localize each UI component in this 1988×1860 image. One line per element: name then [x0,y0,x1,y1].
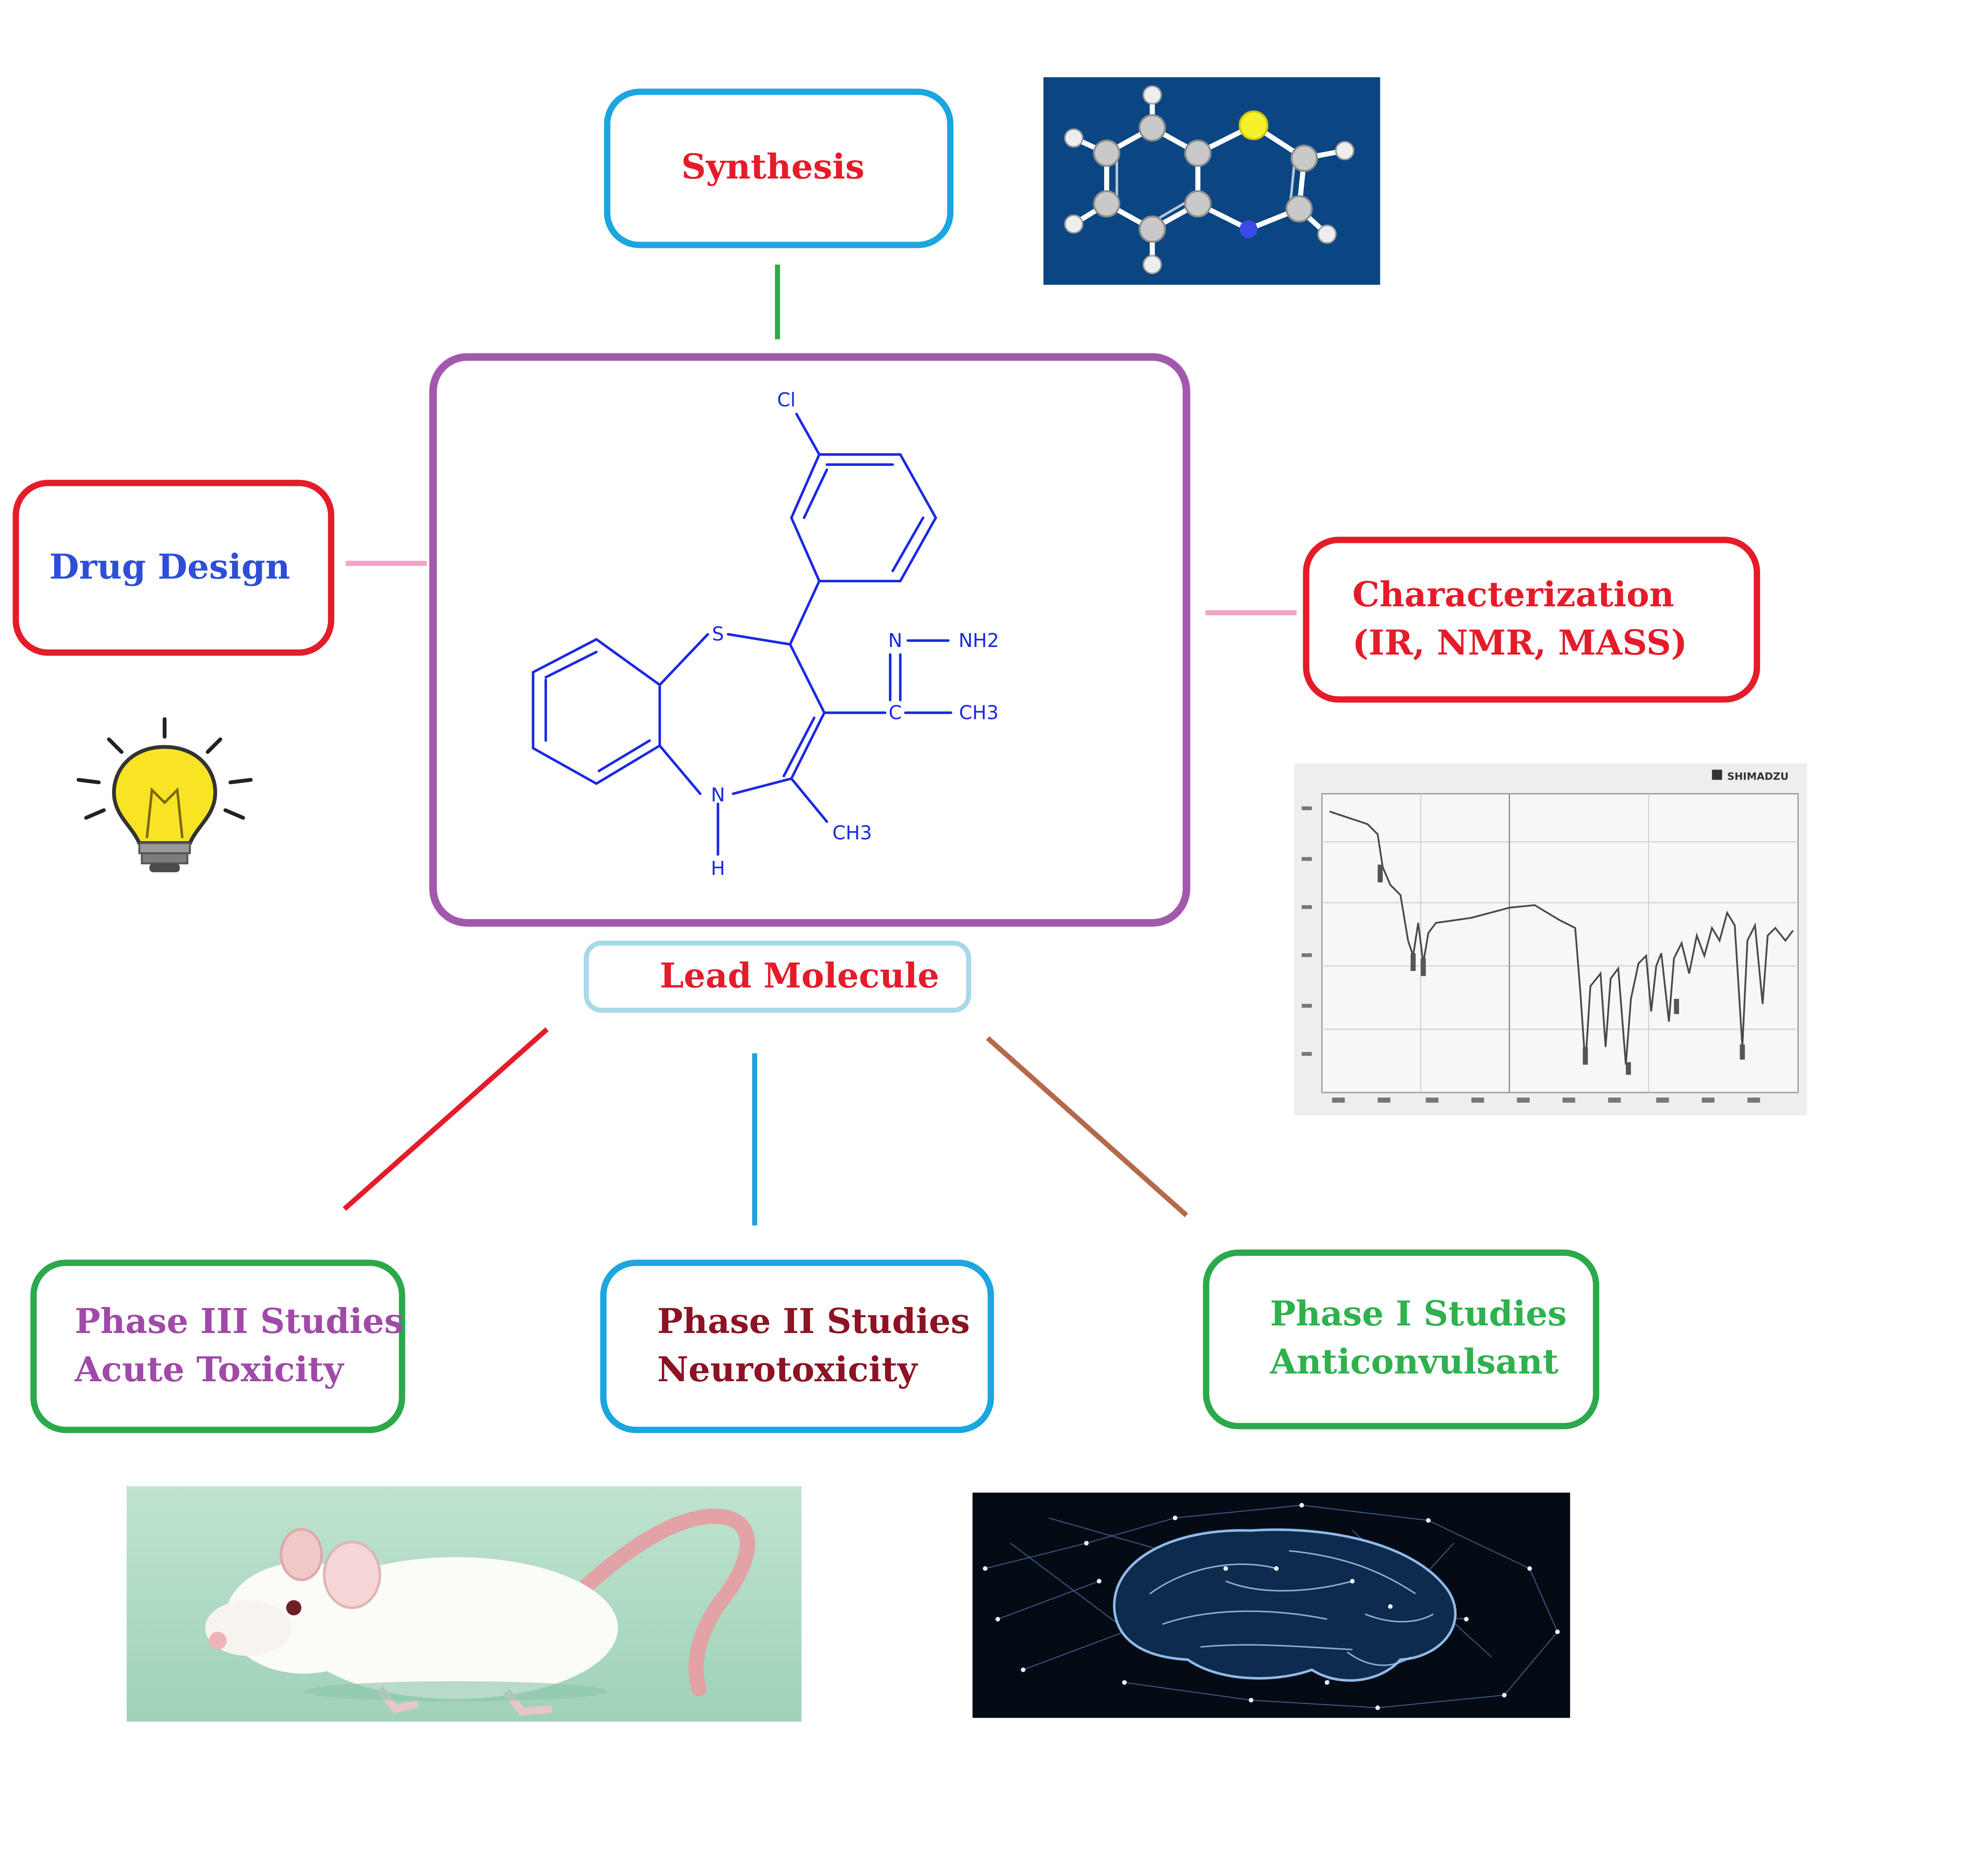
ir-spectrum-image: SHIMADZU [1294,763,1807,1116]
characterization-label-1: Characterization [1352,575,1675,615]
lightbulb-icon [76,717,253,872]
synthesis-box: Synthesis [604,89,954,248]
atom-ch3-label-b: CH3 [832,822,872,844]
atom-s-label: S [712,623,724,645]
phase1-label-1: Phase I Studies [1270,1295,1567,1335]
connector-phase1 [986,1036,1189,1218]
atom-n-ring-label: N [711,784,725,806]
lead-molecule-label: Lead Molecule [659,956,940,996]
lead-molecule-structure: Cl S N H N NH2 C CH3 CH3 [532,389,999,879]
drug-design-label: Drug Design [49,547,290,587]
lead-molecule-box: Lead Molecule [583,940,972,1013]
synthesis-label: Synthesis [681,148,865,188]
ir-chart-brand: SHIMADZU [1727,771,1788,783]
phase2-box: Phase II Studies Neurotoxicity [600,1260,994,1433]
lead-structure-box [429,353,1191,927]
phase1-label-2: Anticonvulsant [1270,1343,1559,1383]
atom-h-label: H [711,857,725,879]
atom-cl-label: Cl [777,389,796,411]
atom-nh2-label: NH2 [959,629,999,652]
phase3-label-2: Acute Toxicity [75,1350,344,1390]
atom-ch3-label-a: CH3 [959,702,998,724]
brain-network-image [972,1492,1570,1718]
phase3-box: Phase III Studies Acute Toxicity [30,1260,405,1433]
atom-c-label: C [888,702,902,724]
phase2-label-2: Neurotoxicity [657,1350,917,1390]
rat-image [126,1486,802,1722]
drug-design-box: Drug Design [13,480,334,656]
characterization-label-2: (IR, NMR, MASS) [1352,623,1688,663]
phase1-box: Phase I Studies Anticonvulsant [1203,1249,1599,1430]
characterization-box: Characterization (IR, NMR, MASS) [1303,537,1760,703]
phase3-label-1: Phase III Studies [75,1302,404,1341]
phase2-label-1: Phase II Studies [657,1302,970,1341]
molecule-ball-stick-image [1043,77,1380,285]
connector-phase3 [342,1027,549,1211]
atom-n-hydrazone-label: N [888,629,902,652]
